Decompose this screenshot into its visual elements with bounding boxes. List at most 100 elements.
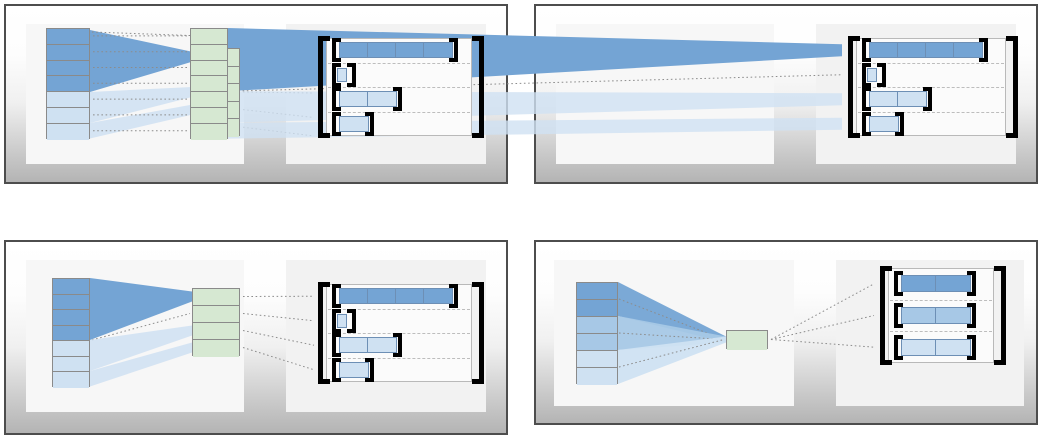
value-cell	[47, 92, 89, 108]
value-cell	[47, 107, 89, 124]
values-card-2	[556, 24, 774, 164]
ragged-cell	[424, 289, 452, 304]
ragged-cell	[340, 362, 368, 377]
ragged-row-cells	[901, 275, 971, 293]
value-cell	[53, 372, 89, 388]
ragged-cell	[902, 339, 936, 355]
ragged-cell	[926, 43, 954, 58]
ragged-row-cells	[339, 361, 369, 378]
row-bracket	[862, 87, 932, 112]
ragged-cell	[902, 276, 936, 292]
ragged-row-cells	[339, 337, 397, 354]
value-cell	[47, 123, 89, 140]
row-separator	[328, 62, 470, 64]
tensor-right-bracket	[1006, 36, 1018, 138]
ragged-cell	[396, 289, 424, 304]
ragged-row-cells	[901, 338, 971, 356]
ragged-cell	[340, 289, 368, 304]
encoding-cell	[191, 76, 227, 93]
row-separator	[328, 308, 470, 310]
value-cell	[47, 29, 89, 45]
value-cell	[53, 294, 89, 310]
ragged-row-cells	[869, 115, 899, 132]
ragged-cell	[936, 276, 970, 292]
encoding-cell	[193, 323, 239, 340]
encoding-cell	[193, 289, 239, 306]
row-separator	[890, 331, 992, 333]
row-separator	[890, 299, 992, 301]
value-cell	[47, 76, 89, 93]
value-cell	[47, 44, 89, 61]
tensor-right-bracket	[994, 266, 1006, 365]
value-cell	[577, 351, 617, 368]
ragged-row-cells	[339, 288, 453, 305]
ragged-cell	[340, 338, 368, 353]
value-cell	[53, 356, 89, 372]
values-column	[52, 278, 90, 388]
ragged-cell	[936, 308, 970, 323]
ragged-cell	[368, 289, 396, 304]
value-cell	[53, 310, 89, 326]
row-bracket	[862, 38, 988, 63]
row-bracket	[862, 111, 904, 136]
value-cell	[53, 325, 89, 341]
row-bracket	[332, 284, 458, 309]
row-separator	[328, 357, 470, 359]
value-cell	[577, 317, 617, 334]
encoding-cell	[191, 60, 227, 77]
ragged-cell	[898, 43, 926, 58]
ragged-cell	[340, 43, 368, 58]
value-cell	[577, 368, 617, 385]
ragged-row-cells	[901, 307, 971, 324]
row-bracket	[894, 271, 976, 297]
ragged-cell	[368, 92, 396, 107]
encoding-cell	[191, 44, 227, 61]
value-cell	[577, 334, 617, 351]
row-bracket	[862, 62, 886, 87]
ragged-cell	[340, 116, 368, 131]
encoding-cell	[191, 107, 227, 124]
tensor-left-bracket	[880, 266, 892, 365]
value-cell	[53, 279, 89, 295]
ragged-cell	[936, 339, 970, 355]
row-bracket	[894, 334, 976, 360]
ragged-cell	[870, 43, 898, 58]
ragged-cell	[870, 92, 898, 107]
encoding-cell	[193, 340, 239, 357]
row-bracket	[894, 303, 976, 328]
ragged-cell	[368, 43, 396, 58]
ragged-row-cells	[869, 42, 983, 59]
ragged-cell	[340, 92, 368, 107]
ragged-cell	[368, 338, 396, 353]
values-column	[46, 28, 90, 140]
ragged-row-cells	[339, 42, 453, 59]
row-bracket	[332, 357, 374, 382]
row-bracket	[332, 308, 356, 333]
encoding-cell	[191, 92, 227, 108]
tensor-right-bracket	[472, 36, 484, 138]
encoding-cell	[727, 331, 767, 350]
ragged-cell	[396, 43, 424, 58]
row-bracket	[332, 333, 402, 358]
value-cell	[53, 341, 89, 357]
empty-row-cell	[867, 67, 877, 82]
row-bracket	[332, 62, 356, 87]
tensor-left-bracket	[318, 36, 330, 138]
tensor-left-bracket	[848, 36, 860, 138]
row-bracket	[332, 87, 402, 112]
encoding-column	[726, 330, 768, 350]
ragged-cell	[898, 92, 926, 107]
encoding-cell	[191, 29, 227, 45]
ragged-cell	[424, 43, 452, 58]
encoding-column	[190, 28, 228, 140]
ragged-row-cells	[339, 115, 369, 132]
tensor-right-bracket	[472, 282, 484, 384]
value-cell	[577, 300, 617, 317]
ragged-row-cells	[869, 91, 927, 108]
ragged-row-cells	[339, 91, 397, 108]
row-bracket	[332, 38, 458, 63]
encoding-cell	[193, 306, 239, 323]
empty-row-cell	[337, 313, 347, 328]
encoding-column	[192, 288, 240, 357]
